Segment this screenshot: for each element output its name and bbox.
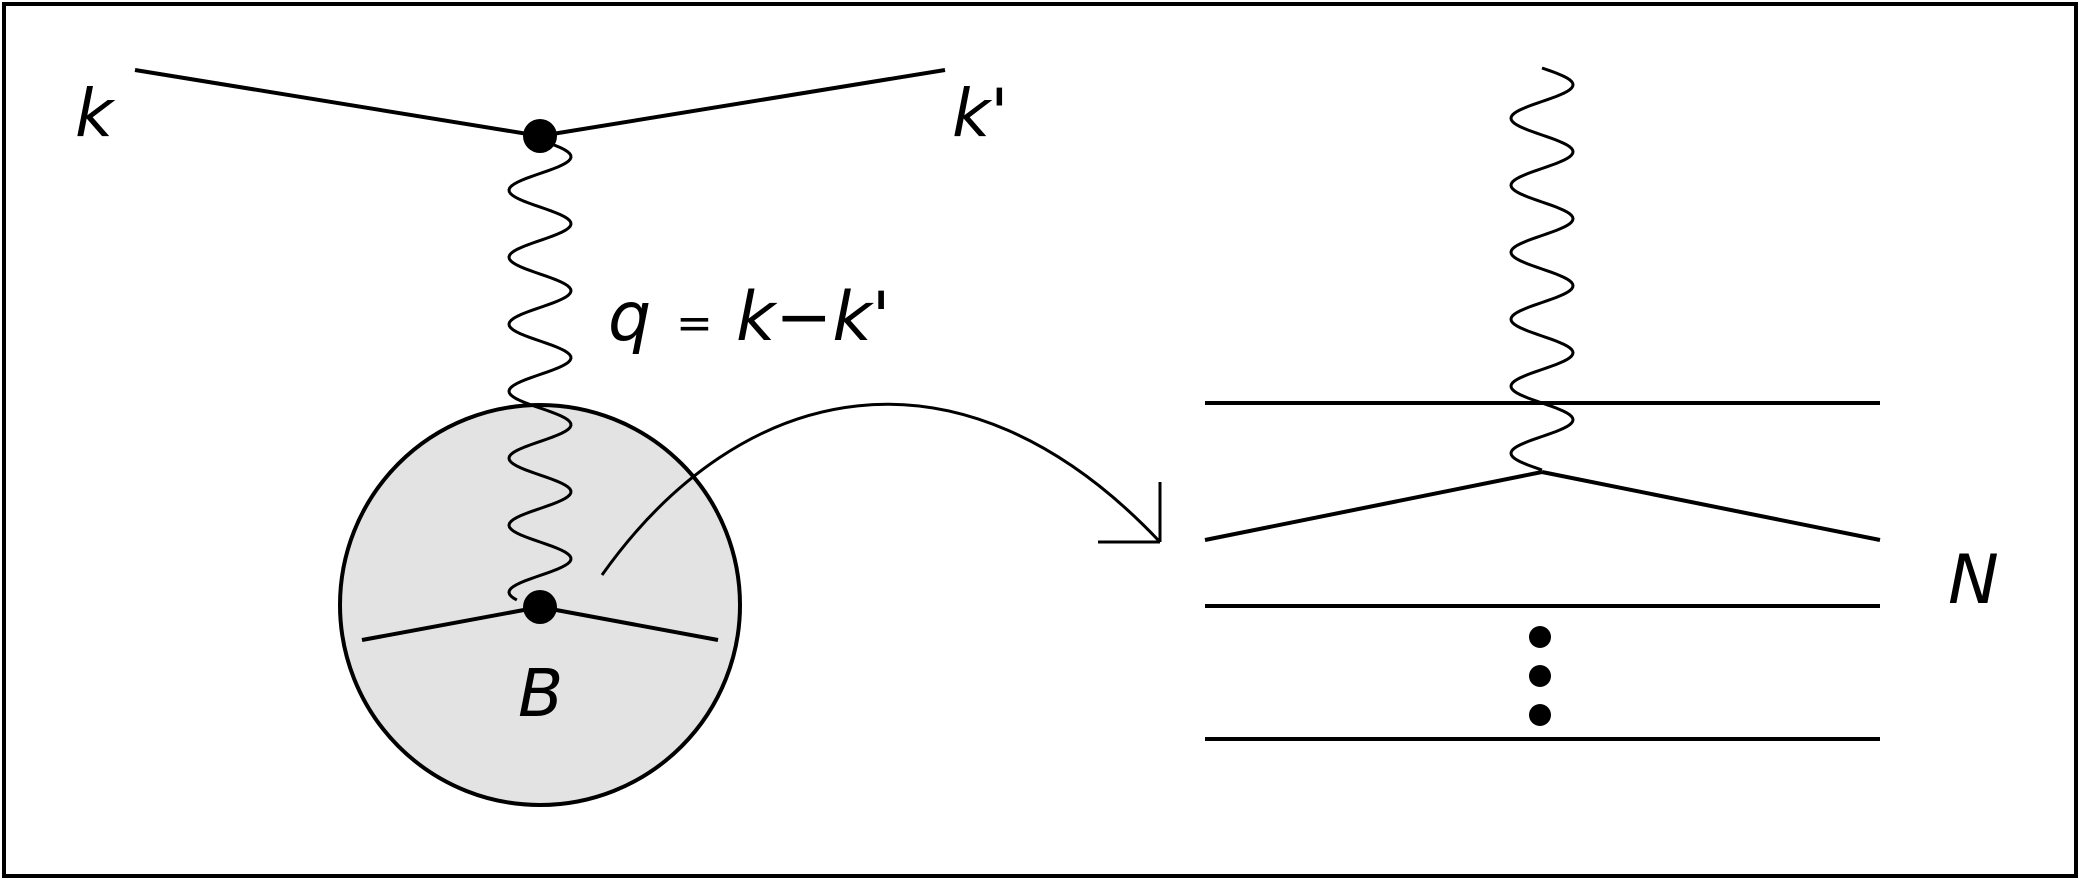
struck-nucleon-incoming	[1204, 470, 1543, 542]
nucleus-incoming-line	[361, 605, 541, 642]
zoom-arrow-curve	[600, 402, 1162, 576]
label-nucleon: N	[1948, 541, 1999, 620]
virtual-photon-line-zoom	[1509, 66, 1575, 472]
label-equals: =	[676, 298, 713, 349]
vertical-dots-icon	[1529, 626, 1551, 726]
outgoing-lepton-line	[539, 68, 946, 138]
incoming-lepton-line	[134, 68, 541, 138]
lepton-vertex	[523, 119, 557, 153]
label-q: q	[608, 278, 651, 357]
nucleus-vertex	[523, 590, 557, 624]
label-nucleus: B	[518, 655, 563, 732]
virtual-photon-line	[507, 138, 573, 602]
label-q-rhs: k−k'	[736, 278, 890, 357]
label-k-in: k	[75, 75, 116, 152]
struck-nucleon-outgoing	[1541, 470, 1881, 542]
label-k-out: k'	[952, 75, 1008, 152]
curved-arrow-icon	[1098, 482, 1162, 544]
nucleus-outgoing-line	[539, 605, 719, 642]
